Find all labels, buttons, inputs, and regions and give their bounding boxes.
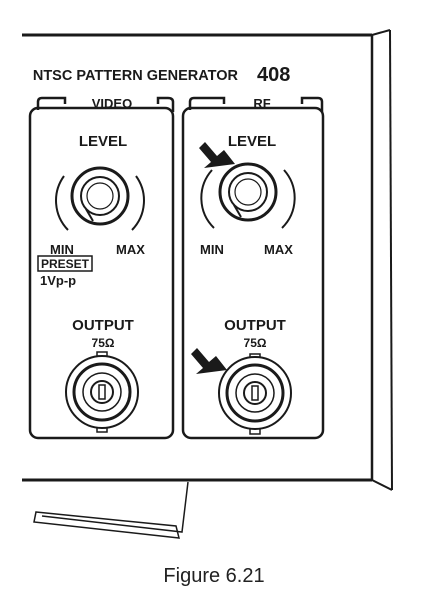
rf-output-bnc-connector-icon[interactable] [218,353,292,435]
rf-level-label: LEVEL [228,133,276,150]
video-panel-border [28,106,175,440]
video-panel-frame [36,96,175,112]
video-level-scale-arc [55,175,145,231]
video-level-max-label: MAX [116,242,145,257]
rf-panel-border [181,106,325,440]
rf-panel-frame [188,96,324,112]
figure-caption: Figure 6.21 [163,565,265,587]
rf-output-label: OUTPUT [224,317,286,334]
rf-panel: RF LEVEL MIN MAX OUTPUT 75Ω [181,96,325,440]
rf-level-max-label: MAX [264,242,293,257]
video-level-min-label: MIN [50,242,74,257]
video-level-knob-icon[interactable] [70,166,130,226]
device-title: NTSC PATTERN GENERATOR [33,68,239,84]
video-level-label: LEVEL [79,133,127,150]
video-panel: VIDEO LEVEL MIN MAX PRESET 1Vp-p OUTPUT … [28,96,175,440]
rf-level-knob-icon[interactable] [218,162,278,222]
rf-level-callout-arrow-icon [199,142,235,168]
video-output-impedance: 75Ω [92,336,115,350]
rf-level-scale-arc [200,169,296,229]
video-output-label: OUTPUT [72,317,134,334]
device-housing [22,29,393,539]
rf-panel-header: RF [253,96,270,111]
rf-output-callout-arrow-icon [191,348,227,374]
video-preset-label: PRESET [41,257,90,271]
rf-level-min-label: MIN [200,242,224,257]
device-model-number: 408 [257,64,290,86]
rf-output-impedance: 75Ω [244,336,267,350]
video-output-bnc-connector-icon[interactable] [65,351,139,433]
video-preset-value: 1Vp-p [40,273,76,288]
video-preset-box [37,255,93,272]
video-panel-header: VIDEO [92,96,132,111]
